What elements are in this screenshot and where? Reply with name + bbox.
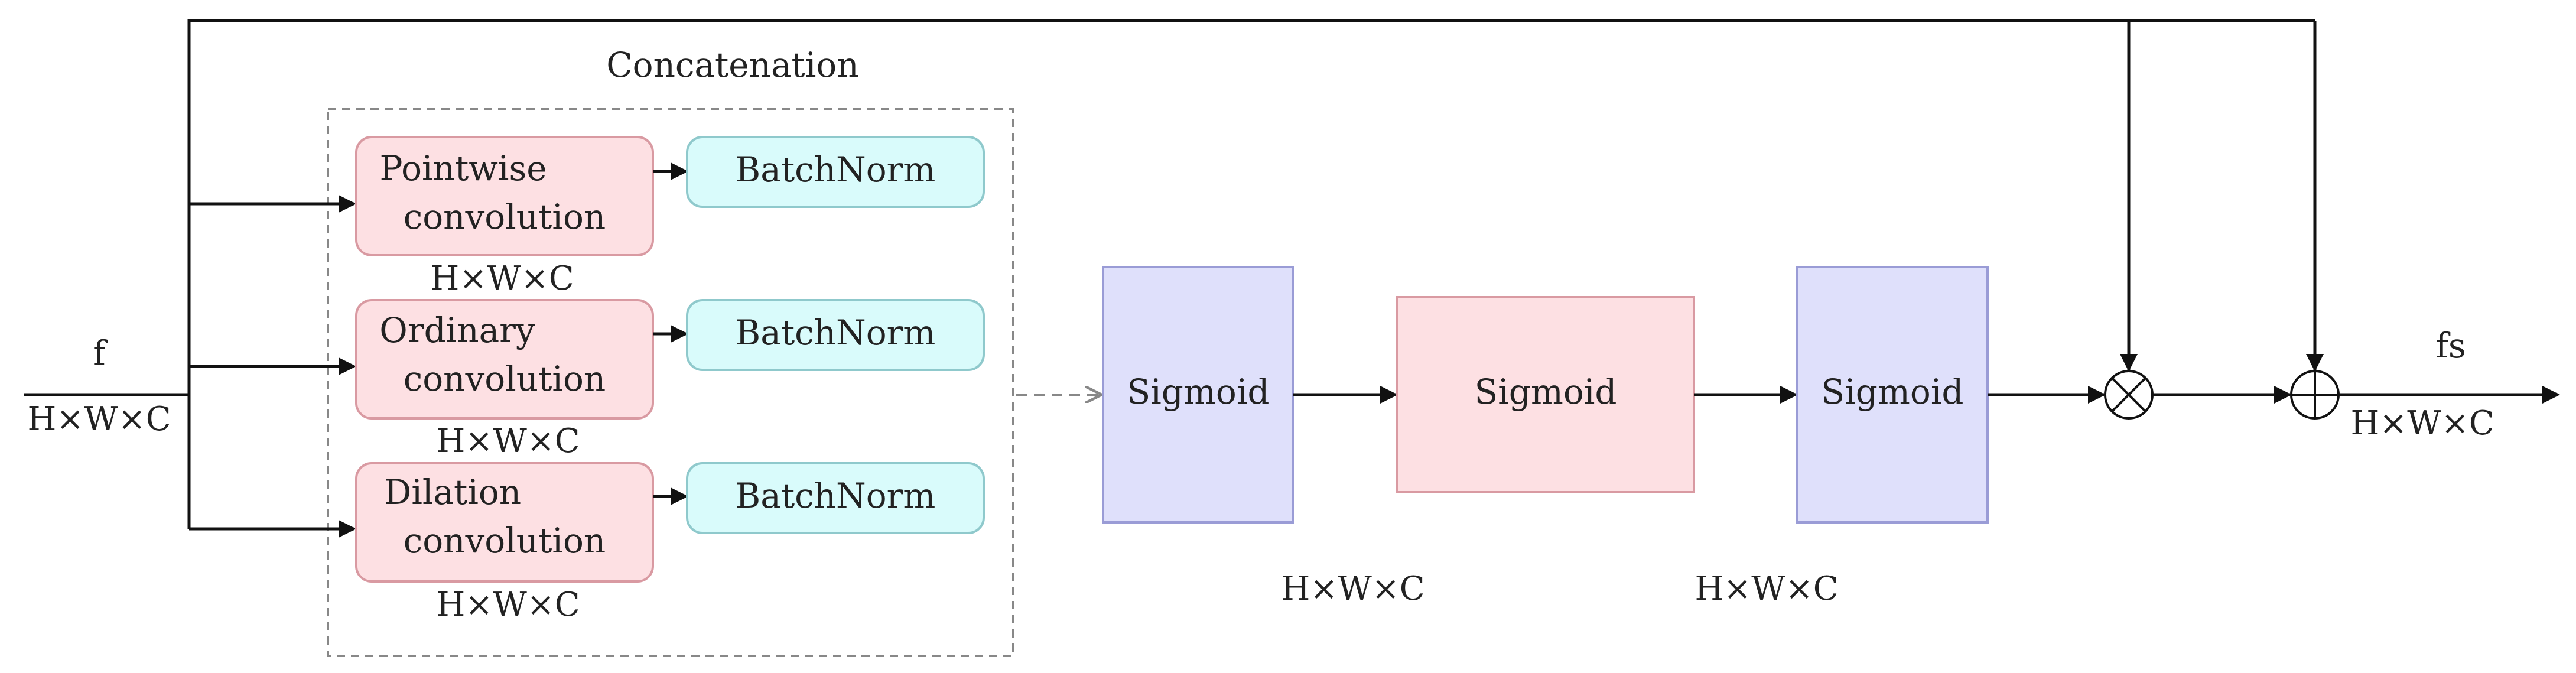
dilation-conv-label-1: Dilation	[384, 472, 521, 512]
sigmoid-label-2: Sigmoid	[1474, 372, 1616, 412]
sigmoid-box-1	[1102, 266, 1294, 524]
pointwise-conv-label-1: Pointwise	[379, 148, 547, 188]
ordinary-conv-label-1: Ordinary	[379, 310, 535, 350]
output-dims: H×W×C	[2350, 404, 2494, 443]
concatenation-title: Concatenation	[606, 45, 858, 85]
pointwise-dims: H×W×C	[430, 259, 574, 298]
ordinary-conv-box	[355, 299, 654, 420]
batchnorm-box-2	[686, 299, 985, 371]
input-name: f	[93, 333, 108, 373]
sigmoid-label-1: Sigmoid	[1127, 372, 1269, 412]
concatenation-frame	[327, 108, 1014, 657]
pointwise-conv-box	[355, 136, 654, 256]
dilation-conv-label-2: convolution	[404, 521, 606, 561]
batchnorm-box-3	[686, 462, 985, 534]
output-name: fs	[2435, 326, 2466, 366]
sigmoid-3-dims: H×W×C	[1694, 570, 1838, 608]
batchnorm-label-1: BatchNorm	[736, 149, 936, 190]
dilation-dims: H×W×C	[436, 586, 580, 624]
pointwise-conv-label-2: convolution	[404, 197, 606, 237]
batchnorm-label-3: BatchNorm	[736, 476, 936, 516]
sigmoid-box-2	[1396, 296, 1695, 493]
sigmoid-label-3: Sigmoid	[1821, 372, 1963, 412]
input-dims: H×W×C	[27, 400, 171, 438]
sigmoid-box-3	[1796, 266, 1989, 524]
batchnorm-box-1	[686, 136, 985, 208]
multiply-operator-icon	[2104, 370, 2154, 420]
dilation-conv-box	[355, 462, 654, 583]
ordinary-conv-label-2: convolution	[404, 359, 606, 399]
add-operator-icon	[2290, 370, 2340, 420]
ordinary-dims: H×W×C	[436, 422, 580, 460]
batchnorm-label-2: BatchNorm	[736, 313, 936, 353]
sigmoid-2-dims: H×W×C	[1281, 570, 1424, 608]
skip-connection	[187, 19, 2315, 395]
